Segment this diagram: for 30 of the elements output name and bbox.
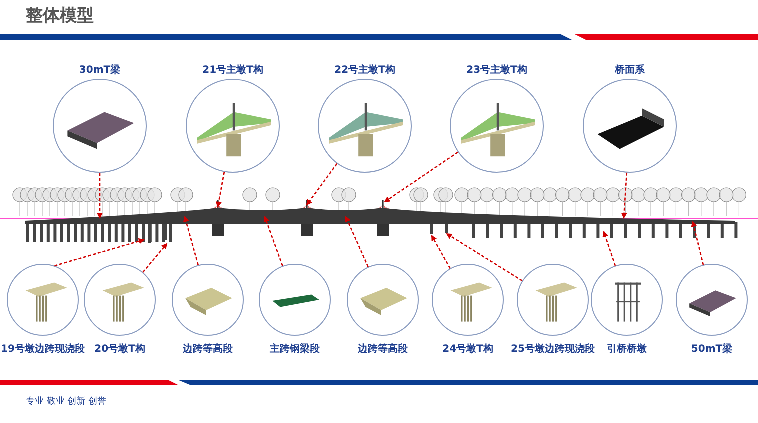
arrow [216, 172, 226, 208]
arrow [446, 233, 523, 282]
part-label: 24号墩T构 [442, 342, 494, 356]
part-label: 20号墩T构 [94, 342, 146, 356]
part-label: 引桥桥墩 [607, 342, 647, 356]
part-label: 边跨等高段 [183, 342, 233, 356]
arrow [183, 216, 200, 266]
arrow [602, 231, 616, 266]
part-label: 19号墩边跨现浇段 [1, 342, 85, 356]
part-label: 22号主墩T构 [334, 63, 396, 77]
arrow [142, 243, 168, 273]
arrow [431, 235, 451, 269]
part-label: 桥面系 [615, 64, 645, 77]
part-label: 50mT梁 [691, 342, 733, 356]
part-label: 边跨等高段 [358, 342, 408, 356]
arrow [54, 238, 145, 267]
arrow [97, 173, 103, 219]
page-title: 整体模型 [26, 5, 94, 27]
arrow [306, 164, 338, 206]
arrow [384, 152, 458, 203]
arrow [345, 216, 369, 268]
part-label: 25号墩边跨现浇段 [511, 342, 595, 356]
part-label: 21号主墩T构 [202, 63, 264, 77]
arrow [621, 172, 628, 219]
arrow [691, 221, 704, 266]
part-label: 23号主墩T构 [466, 63, 528, 77]
arrow [264, 216, 284, 266]
part-label: 主跨钢梁段 [270, 342, 320, 356]
slogan-text: 专业 敬业 创新 创誉 [26, 396, 107, 408]
part-label: 30mT梁 [79, 63, 121, 77]
